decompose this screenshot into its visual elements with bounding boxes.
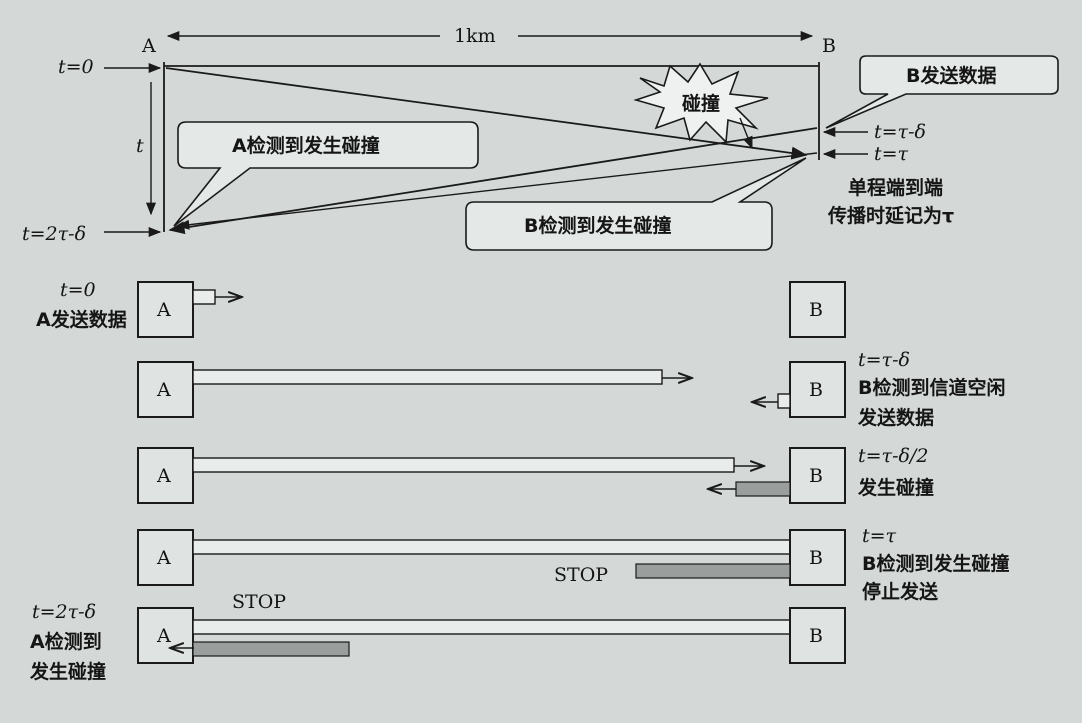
row5-b-frame — [192, 641, 350, 657]
note-line2: 传播时延记为τ — [827, 204, 954, 227]
row2-station-a-label: A — [156, 379, 171, 401]
b-signal-line-2 — [176, 152, 818, 230]
row2-event: B检测到信道空闲 — [858, 376, 1005, 399]
row1-station-b-label: B — [809, 299, 823, 321]
callout-b-send-bubble — [825, 55, 1059, 129]
row2-event-2: 发送数据 — [857, 406, 934, 429]
t-tau-delta-label: t=τ-δ — [874, 121, 926, 143]
collision-burst — [633, 62, 769, 144]
row1-event: A发送数据 — [36, 308, 127, 331]
t0-label: t=0 — [58, 56, 94, 78]
row3-station-a — [137, 447, 194, 504]
row-2: A B t=τ-δ B检测到信道空闲 发送数据 — [137, 349, 1005, 429]
row2-time: t=τ-δ — [858, 349, 910, 371]
timing-diagram: A B 1km t=0 t t=2τ-δ 碰撞 B发送数据 — [22, 25, 1059, 251]
row5-event: A检测到 — [30, 630, 102, 653]
row3-event: 发生碰撞 — [857, 476, 934, 499]
row5-stop: STOP — [232, 591, 286, 613]
collision-label: 碰撞 — [682, 92, 720, 115]
row2-station-a — [137, 361, 194, 418]
row3-b-frame — [735, 481, 791, 497]
row2-station-b — [789, 361, 846, 418]
t-tau-label: t=τ — [874, 143, 909, 165]
row-5: t=2τ-δ A检测到 发生碰撞 STOP A B — [29, 591, 846, 683]
row4-event-2: 停止发送 — [862, 580, 939, 603]
row1-station-a-label: A — [156, 299, 171, 321]
row4-b-frame — [635, 563, 791, 579]
station-b-label: B — [822, 35, 836, 57]
row4-station-b — [789, 529, 846, 586]
note-line1: 单程端到端 — [848, 176, 943, 199]
row1-a-frame — [192, 289, 216, 305]
row3-station-a-label: A — [156, 465, 171, 487]
row4-stop: STOP — [554, 564, 608, 586]
row5-a-frame — [192, 619, 791, 635]
row2-station-b-label: B — [809, 379, 823, 401]
station-a-label: A — [141, 35, 156, 57]
row4-station-a — [137, 529, 194, 586]
row5-station-b-label: B — [809, 625, 823, 647]
row5-time: t=2τ-δ — [32, 601, 96, 623]
row2-b-frame — [777, 393, 791, 409]
t-axis-label: t — [136, 135, 144, 157]
callout-b-send: B发送数据 — [906, 64, 996, 87]
row3-time: t=τ-δ/2 — [858, 445, 928, 467]
callout-a-detect: A检测到发生碰撞 — [232, 134, 380, 157]
row4-a-frame — [192, 539, 791, 555]
row4-station-a-label: A — [156, 547, 171, 569]
row3-a-frame — [192, 457, 735, 473]
row5-event-2: 发生碰撞 — [29, 660, 106, 683]
row1-station-a — [137, 281, 194, 338]
distance-label: 1km — [454, 25, 496, 47]
row3-station-b-label: B — [809, 465, 823, 487]
row-1: t=0 A发送数据 A B — [36, 279, 846, 338]
row4-time: t=τ — [862, 525, 897, 547]
row-4: A B STOP t=τ B检测到发生碰撞 停止发送 — [137, 525, 1009, 603]
row1-station-b — [789, 281, 846, 338]
row1-time: t=0 — [60, 279, 96, 301]
callout-b-detect-bubble — [465, 157, 807, 251]
collision-pointer — [739, 117, 753, 150]
row3-station-b — [789, 447, 846, 504]
callout-a-detect-bubble — [173, 121, 479, 227]
b-signal-line — [168, 127, 818, 235]
row4-station-b-label: B — [809, 547, 823, 569]
row4-event: B检测到发生碰撞 — [862, 552, 1009, 575]
row2-a-frame — [192, 369, 663, 385]
callout-b-detect: B检测到发生碰撞 — [524, 214, 671, 237]
row5-station-b — [789, 607, 846, 664]
row-3: A B t=τ-δ/2 发生碰撞 — [137, 445, 934, 504]
row5-station-a-label: A — [156, 625, 171, 647]
a-signal-line — [165, 67, 808, 160]
t-2tau-delta-label: t=2τ-δ — [22, 223, 86, 245]
